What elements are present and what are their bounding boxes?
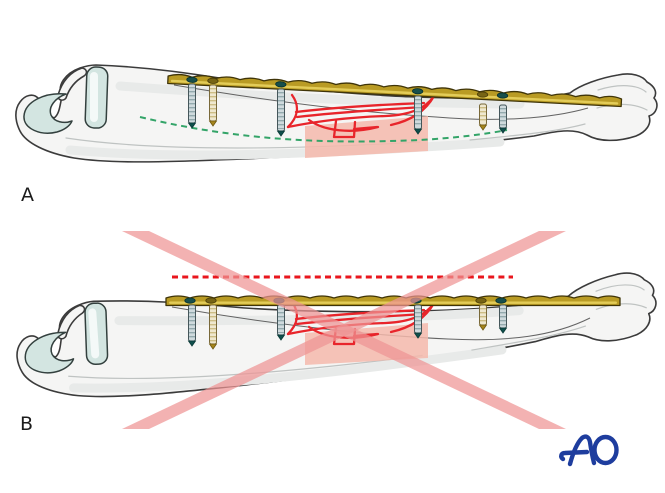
panel-a-figure	[16, 65, 657, 162]
cortex-screw	[187, 304, 197, 347]
ao-logo	[559, 434, 619, 467]
bone-bow-guide-line	[139, 116, 508, 143]
screws	[187, 83, 508, 137]
cortex-screw	[276, 304, 286, 341]
panel-b-figure	[14, 231, 660, 429]
cortex-screw	[478, 304, 488, 331]
cortex-screw	[413, 95, 423, 135]
cortex-screw	[498, 304, 508, 334]
screws	[187, 304, 508, 350]
panel-b-label: B	[20, 413, 34, 435]
panel-a-label: A	[21, 184, 35, 206]
cortex-screw	[413, 304, 423, 339]
cortex-screw	[208, 84, 218, 127]
cortex-screw	[187, 83, 197, 129]
cortex-screw	[208, 304, 218, 350]
prohibition-cross-icon	[122, 231, 566, 429]
cortex-screw	[276, 88, 286, 137]
cortex-screw	[478, 103, 488, 131]
cortex-screw	[498, 104, 508, 134]
